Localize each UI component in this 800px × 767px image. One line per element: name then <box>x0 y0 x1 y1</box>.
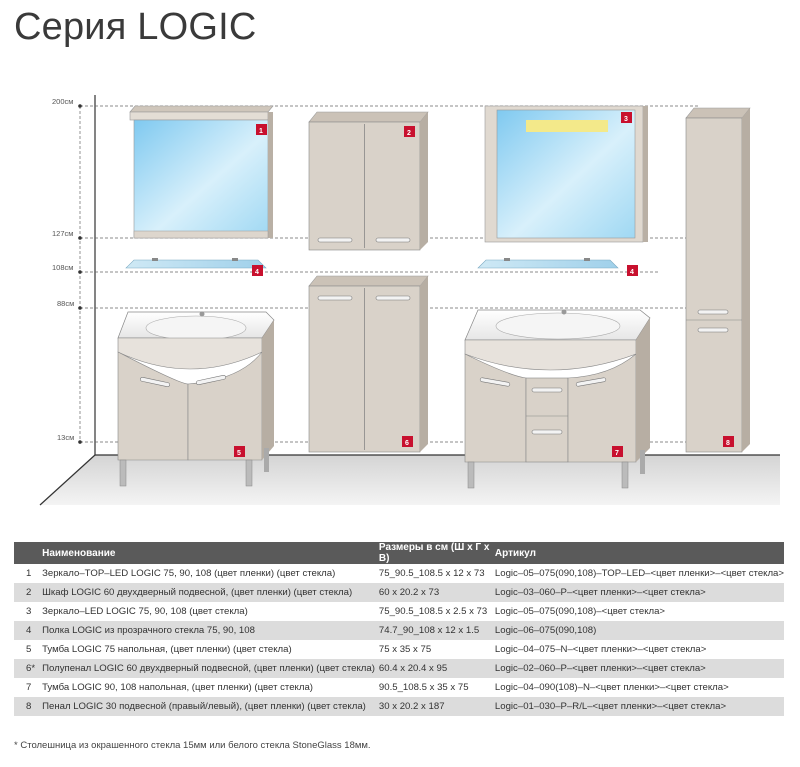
mirror-top-led <box>129 105 274 239</box>
row-num: 1 <box>26 568 32 579</box>
svg-text:6: 6 <box>405 440 409 447</box>
page-title: Серия LOGIC <box>14 6 257 48</box>
height-label-108: 108см <box>52 263 73 272</box>
badge-8: 8 <box>723 436 734 447</box>
row-size: 30 x 20.2 x 187 <box>374 697 491 716</box>
row-name: Пенал LOGIC 30 подвесной (правый/левый),… <box>38 697 375 716</box>
svg-text:3: 3 <box>624 116 628 123</box>
row-size: 75 x 35 x 75 <box>378 644 432 655</box>
row-size: 90.5_108.5 x 35 x 75 <box>378 682 469 693</box>
height-label-127: 127см <box>52 229 73 238</box>
col-header-sku: Артикул <box>490 542 784 564</box>
badge-7: 7 <box>612 446 623 457</box>
row-name: Тумба LOGIC 90, 108 напольная, (цвет пле… <box>42 682 313 693</box>
badge-1: 1 <box>256 124 267 135</box>
vanity-75 <box>117 311 275 487</box>
row-name: Зеркало–LED LOGIC 75, 90, 108 (цвет стек… <box>42 606 248 617</box>
row-name: Зеркало–TOP–LED LOGIC 75, 90, 108 (цвет … <box>42 568 336 579</box>
svg-text:1: 1 <box>259 128 263 135</box>
floor-cabinet <box>308 275 429 453</box>
footnote: * Столешница из окрашенного стекла 15мм … <box>14 740 371 751</box>
row-sku: Logic–01–030–P–R/L–<цвет пленки>–<цвет с… <box>490 697 784 716</box>
svg-text:7: 7 <box>615 450 619 457</box>
row-size: 75_90.5_108.5 x 12 x 73 <box>378 568 485 579</box>
vanity-90-108 <box>464 309 651 489</box>
row-num: 6* <box>14 659 39 678</box>
glass-shelf-right <box>477 258 619 269</box>
number-badges: 1 2 3 4 4 5 6 7 8 <box>234 112 734 457</box>
height-label-88: 88см <box>57 299 74 308</box>
floor <box>40 455 780 505</box>
table-header-row: Наименование Размеры в см (Ш х Г х В) Ар… <box>14 542 784 564</box>
table-row: 8 Пенал LOGIC 30 подвесной (правый/левый… <box>14 697 784 716</box>
row-size: 60 x 20.2 x 73 <box>374 583 491 602</box>
row-name: Шкаф LOGIC 60 двухдверный подвесной, (цв… <box>38 583 375 602</box>
table-row: 7 Тумба LOGIC 90, 108 напольная, (цвет п… <box>14 678 784 697</box>
row-num: 5 <box>26 644 32 655</box>
table-row: 2 Шкаф LOGIC 60 двухдверный подвесной, (… <box>14 583 784 602</box>
table-row: 3 Зеркало–LED LOGIC 75, 90, 108 (цвет ст… <box>14 602 784 621</box>
badge-6: 6 <box>402 436 413 447</box>
table-row: 1 Зеркало–TOP–LED LOGIC 75, 90, 108 (цве… <box>14 564 784 583</box>
svg-text:4: 4 <box>630 269 634 276</box>
table-row: 6* Полупенал LOGIC 60 двухдверный подвес… <box>14 659 784 678</box>
badge-4-right: 4 <box>627 265 638 276</box>
svg-text:8: 8 <box>726 440 730 447</box>
row-sku: Logic–03–060–P–<цвет пленки>–<цвет стекл… <box>490 583 784 602</box>
furniture-diagram: 200см 127см 108см 88см 13см <box>39 95 780 506</box>
row-num: 2 <box>14 583 39 602</box>
row-num: 4 <box>14 621 39 640</box>
table-row: 4 Полка LOGIC из прозрачного стекла 75, … <box>14 621 784 640</box>
svg-text:4: 4 <box>255 269 259 276</box>
height-label-13: 13см <box>57 433 74 442</box>
row-name: Полупенал LOGIC 60 двухдверный подвесной… <box>38 659 375 678</box>
row-size: 60.4 x 20.4 x 95 <box>374 659 491 678</box>
table-row: 5 Тумба LOGIC 75 напольная, (цвет пленки… <box>14 640 784 659</box>
wall-cabinet <box>308 111 429 251</box>
row-size: 75_90.5_108.5 x 2.5 x 73 <box>378 606 488 617</box>
row-sku: Logic–06–075(090,108) <box>490 621 784 640</box>
row-size: 74.7_90_108 x 12 x 1.5 <box>374 621 491 640</box>
row-num: 8 <box>14 697 39 716</box>
badge-4-left: 4 <box>252 265 263 276</box>
specs-table: Наименование Размеры в см (Ш х Г х В) Ар… <box>14 542 784 716</box>
col-header-size: Размеры в см (Ш х Г х В) <box>374 542 491 564</box>
badge-5: 5 <box>234 446 245 457</box>
badge-3: 3 <box>621 112 632 123</box>
row-sku: Logic–04–075–N–<цвет пленки>–<цвет стекл… <box>494 644 707 655</box>
badge-2: 2 <box>404 126 415 137</box>
row-name: Полка LOGIC из прозрачного стекла 75, 90… <box>38 621 375 640</box>
row-sku: Logic–05–075(090,108)–<цвет стекла> <box>494 606 666 617</box>
row-name: Тумба LOGIC 75 напольная, (цвет пленки) … <box>42 644 292 655</box>
row-num: 3 <box>26 606 32 617</box>
tall-cabinet <box>685 107 751 453</box>
col-header-num <box>14 542 39 564</box>
height-label-200: 200см <box>52 97 73 106</box>
svg-text:2: 2 <box>407 130 411 137</box>
svg-text:5: 5 <box>237 450 241 457</box>
floor-edge <box>39 454 96 506</box>
mirror-led <box>484 105 648 243</box>
row-sku: Logic–04–090(108)–N–<цвет пленки>–<цвет … <box>494 682 729 693</box>
row-num: 7 <box>26 682 32 693</box>
glass-shelf-left <box>125 258 267 269</box>
row-sku: Logic–05–075(090,108)–TOP–LED–<цвет плен… <box>494 568 784 579</box>
col-header-name: Наименование <box>38 542 375 564</box>
row-sku: Logic–02–060–P–<цвет пленки>–<цвет стекл… <box>490 659 784 678</box>
